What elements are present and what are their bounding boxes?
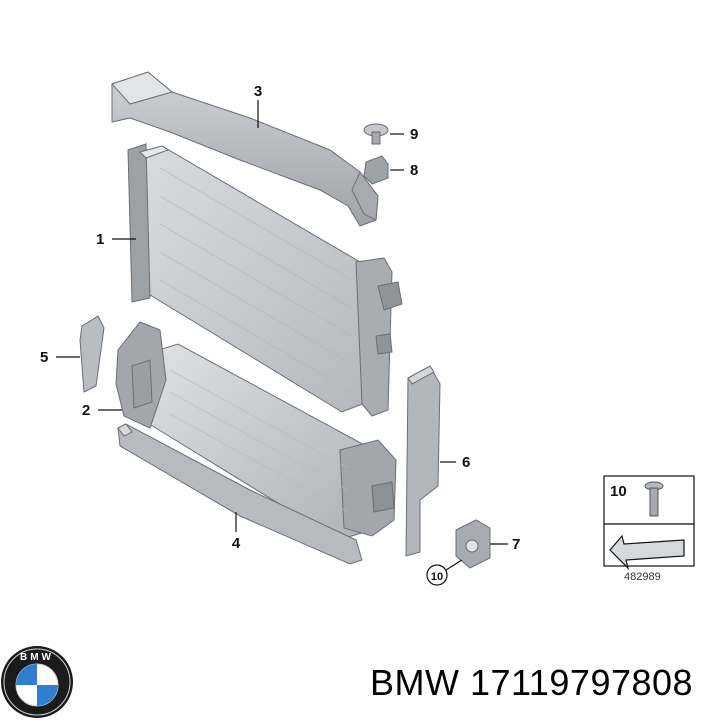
callout-2: 2: [82, 402, 90, 419]
bmw-logo: BMW: [1, 646, 73, 718]
callout-3: 3: [254, 83, 262, 100]
bmw-logo-letters: BMW: [20, 652, 54, 663]
callout-4: 4: [232, 535, 241, 552]
callout-10-circle: [426, 564, 448, 586]
diagram-reference: 482989: [624, 571, 661, 583]
part-9-rivet: [363, 123, 389, 145]
intercooler-fins: [169, 369, 349, 513]
screw-icon: [644, 481, 664, 517]
callout-5: 5: [40, 349, 48, 366]
part-7-mount: [455, 519, 491, 569]
part-6-side-panel: [405, 365, 441, 557]
callout-1: 1: [96, 231, 104, 248]
callout-8: 8: [410, 162, 418, 179]
part-8-clip: [363, 155, 389, 185]
part-4-lower-guide: [117, 423, 363, 565]
part-5-bracket: [79, 315, 105, 393]
part-1-radiator: [127, 143, 403, 417]
radiator-fins: [159, 167, 353, 393]
part-2-intercooler: [115, 321, 397, 541]
callouts: 3 9 8 1 5 2 6 4 7 10: [40, 83, 520, 586]
callout-9: 9: [410, 126, 418, 143]
callout-7: 7: [512, 536, 520, 553]
leader-lines: [56, 100, 508, 571]
legend-number: 10: [610, 483, 627, 500]
callout-6: 6: [462, 454, 470, 471]
legend-box: 10 482989: [603, 475, 695, 583]
arrow-icon: [609, 534, 685, 570]
callout-10: 10: [431, 571, 443, 583]
part-3-upper-cover: [111, 71, 379, 227]
part-number-title: BMW 17119797808: [370, 662, 694, 703]
